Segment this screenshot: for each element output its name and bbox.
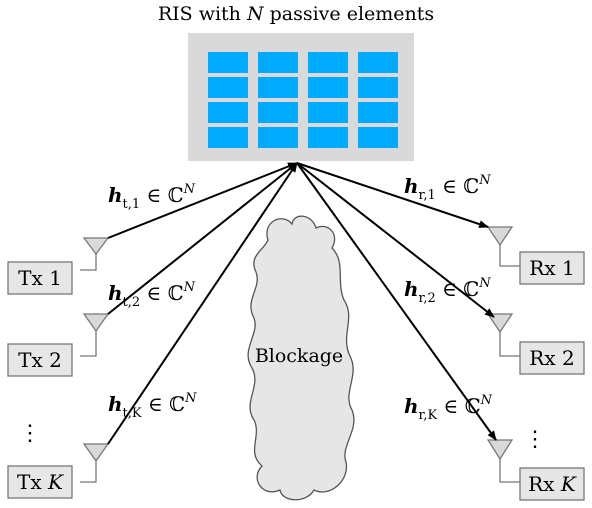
ris-element (358, 52, 398, 73)
tx-2: Tx 2 (7, 313, 110, 377)
tx-links (107, 162, 298, 445)
tx-group: Tx 1 Tx 2 ⋮ Tx K (7, 237, 110, 499)
tx-2-feed (80, 330, 97, 357)
rx-k-box (519, 467, 585, 501)
rx-2-feed (499, 331, 520, 357)
ris-element (258, 52, 298, 73)
ris-element (208, 127, 248, 148)
rx-k-link (296, 162, 497, 441)
tx-k-feed (80, 460, 97, 483)
ris-element (208, 102, 248, 123)
rx-2: Rx 2 (486, 313, 585, 375)
tx-2-antenna-icon (82, 313, 110, 333)
tx-1-link (107, 162, 298, 239)
tx-1: Tx 1 (7, 237, 110, 295)
rx-ellipsis: ⋮ (524, 427, 546, 452)
tx-2-link (107, 162, 298, 315)
ris-element (208, 77, 248, 98)
tx-1-label: Tx 1 (18, 266, 62, 290)
rx-1-box (519, 251, 585, 285)
ris-element (208, 52, 248, 73)
rx-1: Rx 1 (486, 226, 585, 285)
rx-1-label: Rx 1 (529, 256, 574, 280)
tx-k-antenna-icon (82, 443, 110, 463)
tx-k-box (7, 465, 73, 499)
tx-1-feed (80, 252, 97, 271)
ris-element (358, 127, 398, 148)
tx-ellipsis: ⋮ (19, 421, 41, 446)
ris-element-grid (208, 52, 398, 148)
ris-element (308, 102, 348, 123)
tx-1-antenna-icon (82, 237, 110, 256)
tx-2-box (7, 343, 73, 377)
rx-k-label: Rx K (528, 472, 577, 496)
ris-element (358, 102, 398, 123)
rx-k: Rx K (486, 439, 585, 501)
rx-1-feed (499, 244, 520, 267)
ris-element (258, 102, 298, 123)
tx-2-label: Tx 2 (18, 348, 62, 372)
channel-label-r2: hr,2 ∈ ℂN (404, 276, 491, 306)
rx-k-antenna-icon (486, 439, 514, 461)
rx-group: Rx 1 Rx 2 ⋮ Rx K (486, 226, 585, 501)
ris-element (258, 127, 298, 148)
ris-element (358, 77, 398, 98)
tx-1-box (7, 261, 73, 295)
rx-2-antenna-icon (486, 313, 514, 334)
tx-k: Tx K (7, 443, 110, 499)
ris-title: RIS with N passive elements (158, 3, 434, 25)
blockage-label: Blockage (255, 345, 343, 367)
ris-element (308, 77, 348, 98)
tx-k-link (107, 162, 298, 445)
channel-label-tk: ht,K ∈ ℂN (108, 391, 197, 421)
rx-links (296, 162, 497, 441)
rx-k-feed (499, 458, 520, 483)
ris-element (258, 77, 298, 98)
ris-panel (188, 33, 414, 161)
channel-label-t1: ht,1 ∈ ℂN (108, 182, 196, 212)
channel-label-t2: ht,2 ∈ ℂN (108, 280, 196, 310)
ris-element (308, 127, 348, 148)
channel-label-rk: hr,K ∈ ℂN (404, 393, 493, 423)
blockage-cloud (247, 215, 355, 501)
rx-2-link (296, 162, 495, 318)
rx-1-antenna-icon (486, 226, 514, 247)
rx-2-label: Rx 2 (529, 346, 574, 370)
ris-element (308, 52, 348, 73)
rx-2-box (519, 341, 585, 375)
channel-label-r1: hr,1 ∈ ℂN (404, 173, 491, 203)
tx-k-label: Tx K (17, 470, 64, 494)
rx-1-link (296, 162, 489, 228)
